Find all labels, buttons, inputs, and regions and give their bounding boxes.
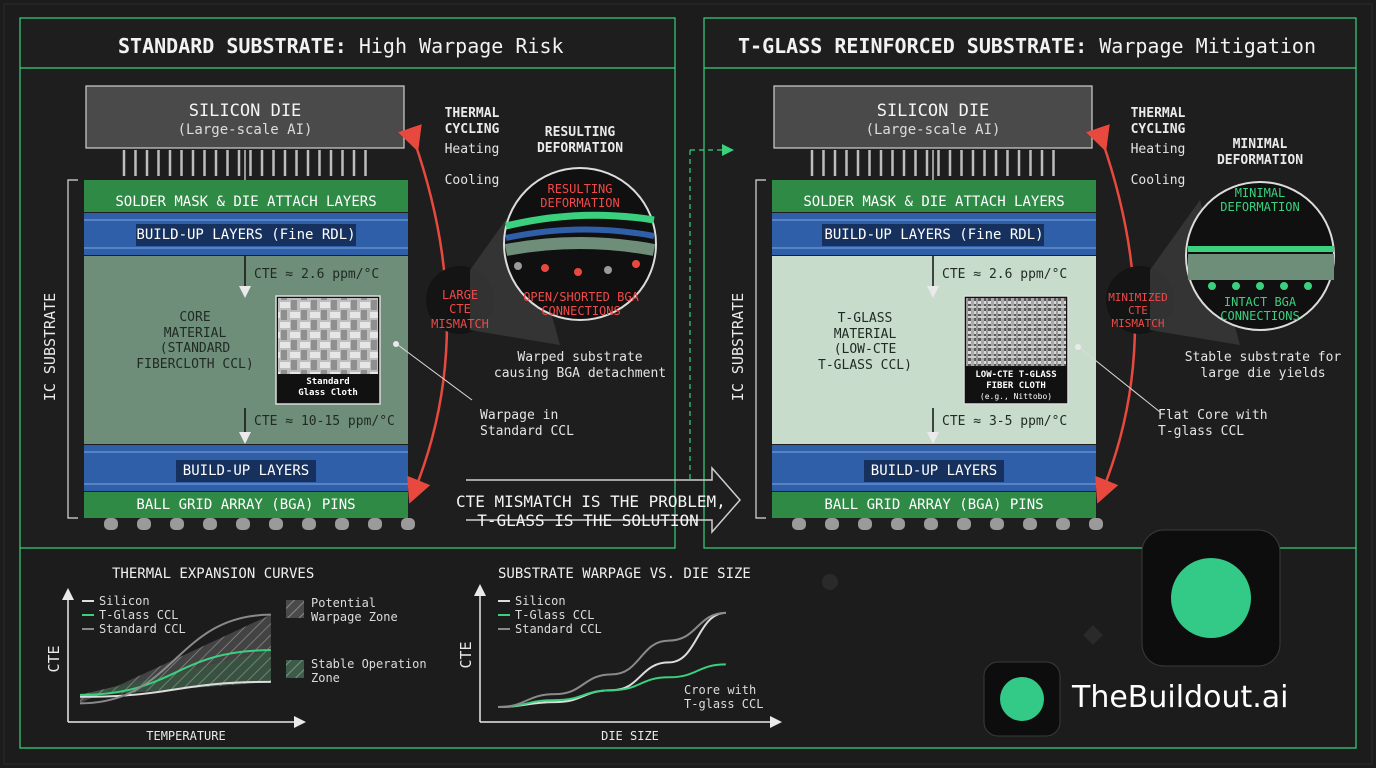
chart1-legend-warpage-swatch [286,600,304,618]
left-warped-layers [504,211,656,276]
bga-ball [1056,518,1070,530]
bga-ball [368,518,382,530]
bga-ball [792,518,806,530]
chart-series-line [79,613,271,705]
bga-ball [401,518,415,530]
right-buildup-top-layer [772,213,1096,255]
left-bga-balls [104,518,415,530]
chart-series-line [79,680,271,698]
bga-ball [203,518,217,530]
right-flat-layers [1188,246,1334,290]
chart1-legend-stable-swatch [286,660,304,678]
left-die-bumps [122,150,367,176]
bga-ball [990,518,1004,530]
chart-series-line [79,649,271,696]
left-bga-layer [84,492,408,518]
right-bga-layer [772,492,1096,518]
chart-series-line [497,611,726,709]
bga-ball [137,518,151,530]
bga-ball [335,518,349,530]
left-buildup-top-layer [84,213,408,255]
right-die-bumps [810,150,1055,176]
bga-ball [825,518,839,530]
right-silicon-die [773,85,1093,149]
right-bga-balls [792,518,1103,530]
brand-logo-small-dot [1000,677,1044,721]
left-solder-mask-layer [84,180,408,212]
right-buildup-bottom-layer [772,445,1096,491]
bga-ball [104,518,118,530]
left-silicon-die [85,85,405,149]
chart-series-line [497,611,726,709]
chart-series-line [497,663,726,709]
bga-ball [1089,518,1103,530]
chart-warpage-vs-die [474,584,782,728]
bga-ball [269,518,283,530]
bga-ball [170,518,184,530]
left-substrate-stack [67,85,657,530]
bottom-panel-frame [19,548,1357,749]
right-substrate-stack [755,85,1335,530]
left-buildup-bottom-layer [84,445,408,491]
left-substrate-bracket [67,179,78,519]
bga-ball [236,518,250,530]
right-solder-mask-layer [772,180,1096,212]
bga-ball [858,518,872,530]
chart-thermal-expansion [62,588,306,728]
bga-ball [891,518,905,530]
bga-ball [302,518,316,530]
bga-ball [957,518,971,530]
brand-logo-large-dot [1171,558,1251,638]
right-substrate-bracket [755,179,766,519]
outer-frame [3,3,1373,765]
bga-ball [924,518,938,530]
bga-ball [1023,518,1037,530]
banner-arrow [466,466,741,534]
